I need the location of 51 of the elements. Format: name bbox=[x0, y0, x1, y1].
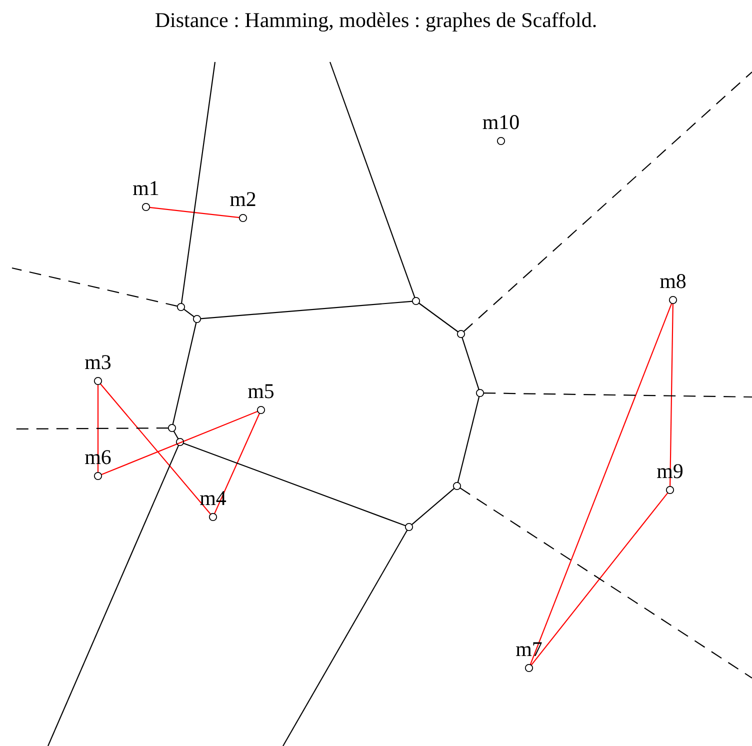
data-point bbox=[524, 664, 534, 672]
line bbox=[418, 302, 458, 332]
line bbox=[100, 383, 212, 515]
data-point bbox=[666, 486, 674, 494]
line bbox=[97, 384, 99, 472]
line bbox=[150, 206, 240, 218]
line bbox=[172, 322, 197, 425]
point-label: m8 bbox=[658, 271, 688, 292]
line bbox=[184, 308, 194, 318]
line bbox=[530, 303, 672, 665]
vertex-point bbox=[452, 482, 462, 490]
vertex-point bbox=[404, 522, 414, 532]
line bbox=[411, 488, 455, 526]
line bbox=[101, 410, 258, 476]
vertex-point bbox=[456, 330, 466, 338]
line bbox=[530, 492, 668, 666]
data-point bbox=[142, 202, 150, 212]
line bbox=[457, 396, 480, 483]
data-point bbox=[208, 512, 218, 522]
data-point bbox=[94, 376, 102, 386]
point-label: m3 bbox=[84, 352, 112, 373]
line bbox=[173, 430, 179, 440]
dashed-line bbox=[460, 488, 752, 678]
vertex-point bbox=[168, 424, 176, 432]
line bbox=[670, 304, 674, 486]
point-label: m10 bbox=[481, 112, 521, 133]
point-label: m1 bbox=[132, 178, 160, 199]
line bbox=[48, 445, 180, 746]
data-point bbox=[94, 472, 102, 480]
diagram-title: Distance : Hamming, modèles : graphes de Scaffold. bbox=[154, 10, 598, 31]
vertex-point bbox=[176, 302, 186, 312]
line bbox=[282, 530, 408, 746]
point-label: m2 bbox=[228, 189, 258, 210]
line bbox=[214, 413, 260, 514]
dashed-line bbox=[484, 392, 752, 398]
point-label: m5 bbox=[246, 381, 276, 402]
data-point bbox=[668, 296, 678, 304]
dashed-line bbox=[12, 267, 178, 307]
line bbox=[329, 62, 416, 298]
data-point bbox=[256, 406, 266, 414]
line bbox=[180, 62, 216, 304]
data-point bbox=[496, 136, 506, 146]
data-point bbox=[238, 214, 248, 222]
vertex-point bbox=[412, 296, 420, 306]
line bbox=[183, 442, 406, 526]
line bbox=[200, 300, 412, 320]
vertex-point bbox=[476, 388, 484, 398]
vertex-point bbox=[192, 314, 202, 324]
vertex-point bbox=[176, 438, 184, 446]
dashed-line bbox=[463, 72, 752, 332]
line bbox=[462, 337, 480, 390]
